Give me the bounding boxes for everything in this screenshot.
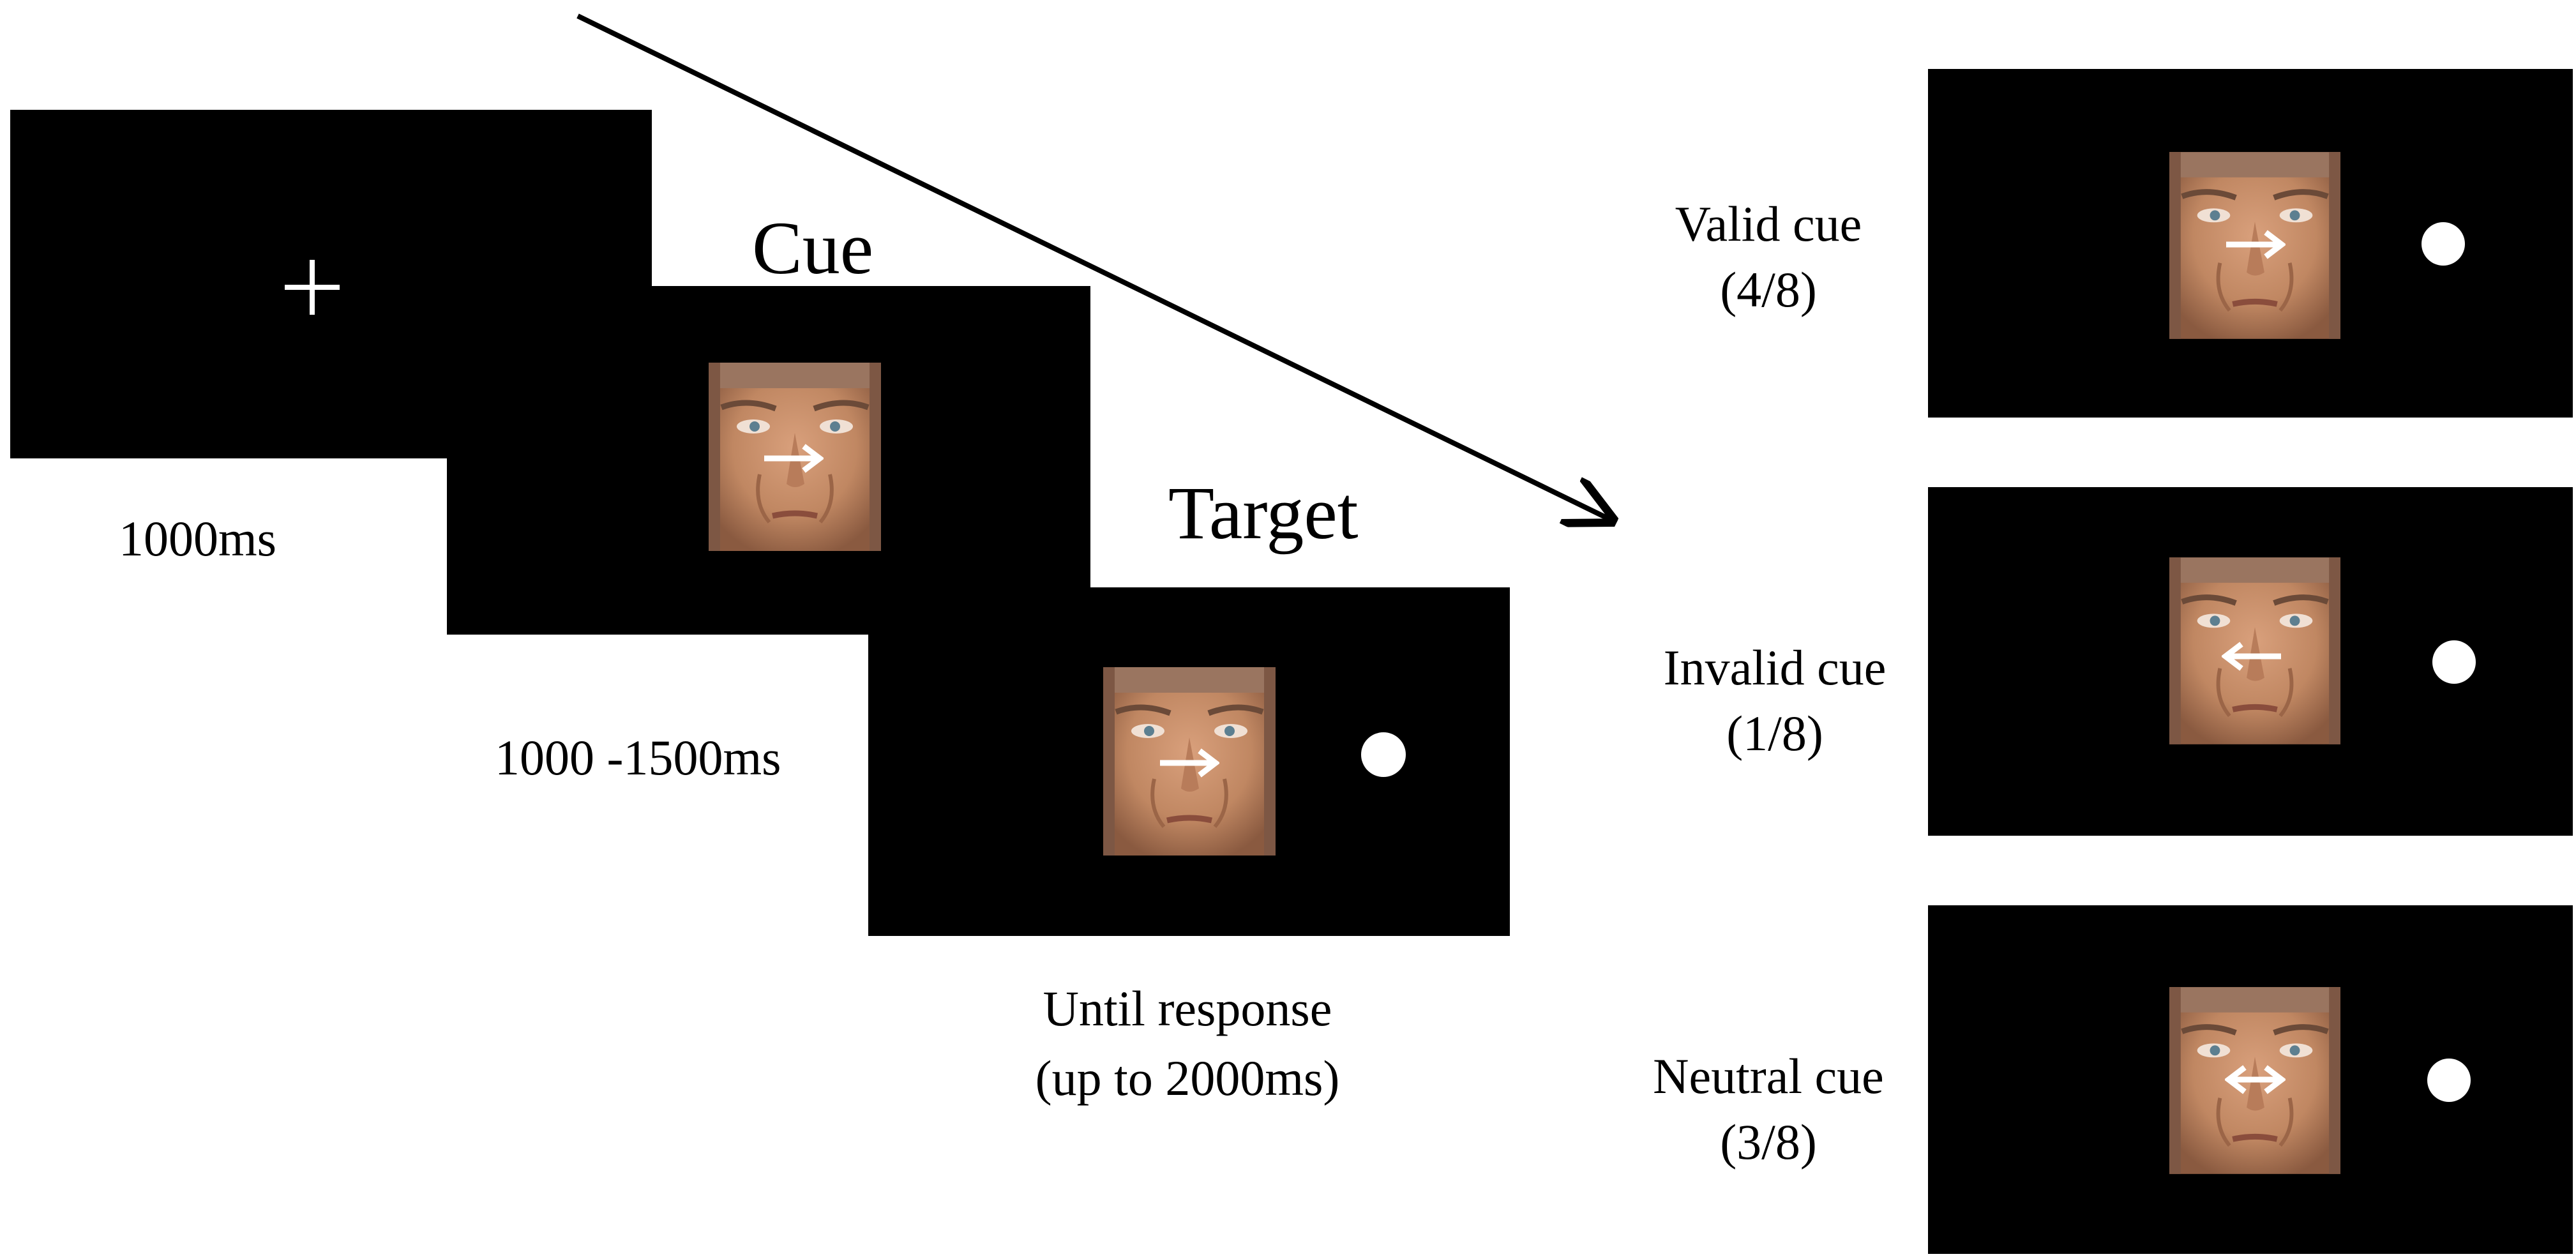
- condition-neutral-label: Neutral cue (3/8): [1622, 1044, 1915, 1175]
- arrow-icon: [1160, 748, 1219, 778]
- condition-proportion: (1/8): [1726, 705, 1823, 761]
- cue-duration: 1000 -1500ms: [495, 730, 781, 785]
- cue-screen: [447, 286, 1090, 635]
- condition-neutral-screen: [1928, 905, 2573, 1254]
- condition-name: Valid cue: [1675, 196, 1862, 252]
- arrow-left-icon: [2222, 642, 2281, 671]
- condition-valid-label: Valid cue (4/8): [1622, 192, 1915, 323]
- condition-invalid-screen: [1928, 487, 2573, 836]
- condition-name: Neutral cue: [1653, 1048, 1884, 1104]
- white-dot-icon: [1361, 732, 1406, 777]
- target-screen: [868, 587, 1510, 936]
- target-duration-line1: Until response: [1043, 981, 1332, 1036]
- white-dot-icon: [2432, 640, 2476, 684]
- condition-invalid-label: Invalid cue (1/8): [1628, 635, 1922, 767]
- fixation-duration: 1000ms: [119, 511, 277, 566]
- condition-proportion: (3/8): [1720, 1113, 1817, 1170]
- condition-name: Invalid cue: [1663, 640, 1887, 695]
- condition-proportion: (4/8): [1720, 261, 1817, 317]
- arrow-icon: [764, 444, 824, 473]
- target-title: Target: [1168, 471, 1359, 555]
- white-dot-icon: [2427, 1059, 2471, 1102]
- target-duration: Until response (up to 2000ms): [1015, 974, 1360, 1113]
- cue-title: Cue: [752, 206, 874, 290]
- white-dot-icon: [2422, 222, 2465, 266]
- target-duration-line2: (up to 2000ms): [1035, 1050, 1340, 1106]
- condition-valid-screen: [1928, 69, 2573, 418]
- arrow-both-icon: [2225, 1065, 2286, 1094]
- plus-cross-icon: [285, 260, 340, 315]
- arrow-right-icon: [2226, 230, 2286, 259]
